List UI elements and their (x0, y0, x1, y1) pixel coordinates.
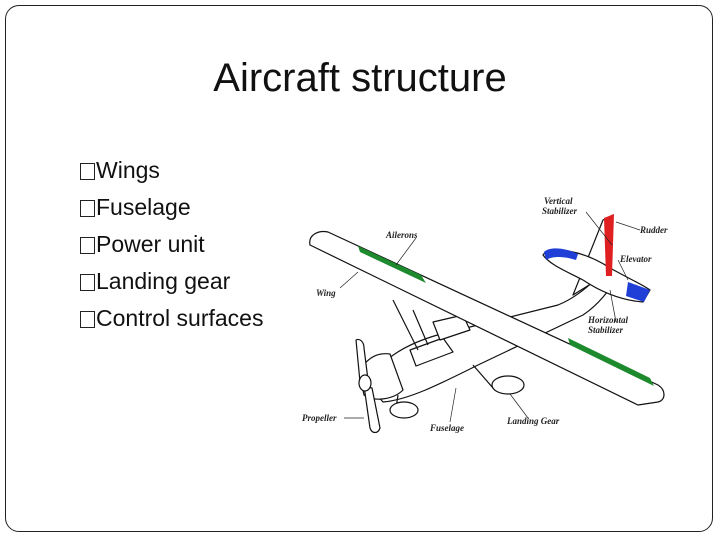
leader-line (449, 387, 457, 423)
leader-line (509, 393, 529, 419)
wing-strut (412, 309, 429, 346)
elevator-right (626, 282, 650, 302)
bullet-item: Power unit (80, 226, 263, 263)
label-fuselage: Fuselage (429, 423, 464, 433)
bullet-list: Wings Fuselage Power unit Landing gear C… (80, 152, 263, 337)
gear-leg (472, 364, 494, 389)
wing-strut (392, 299, 419, 351)
bullet-item: Fuselage (80, 189, 263, 226)
nose-wheel (389, 401, 419, 419)
leader-line (617, 259, 629, 281)
label-rudder: Rudder (639, 225, 668, 235)
bullet-text: Power unit (96, 231, 205, 257)
bullet-text: Fuselage (96, 194, 191, 220)
bullet-box-icon (80, 163, 95, 180)
bullet-item: Control surfaces (80, 300, 263, 337)
main-wheel (491, 375, 525, 395)
bullet-text: Wings (96, 157, 160, 183)
label-vertical-stabilizer: Vertical (544, 196, 573, 206)
bullet-text: Landing gear (96, 268, 231, 294)
bullet-box-icon (80, 237, 95, 254)
elevator-left (544, 248, 578, 260)
bullet-text: Control surfaces (96, 305, 264, 331)
propeller-blade (363, 385, 381, 434)
label-propeller: Propeller (302, 413, 337, 423)
bullet-item: Landing gear (80, 263, 263, 300)
cabin-window (409, 337, 454, 367)
slide-title: Aircraft structure (213, 56, 507, 100)
aileron-left (358, 246, 426, 283)
cabin-window (432, 314, 471, 341)
bullet-item: Wings (80, 152, 263, 189)
rudder-surface (604, 214, 614, 276)
bullet-box-icon (80, 274, 95, 291)
propeller-spinner (358, 374, 372, 392)
bullet-box-icon (80, 311, 95, 328)
leader-line (615, 221, 641, 231)
bullet-box-icon (80, 200, 95, 217)
aircraft-diagram: Vertical Stabilizer Ailerons Rudder Elev… (302, 196, 668, 434)
label-ailerons: Ailerons (385, 230, 418, 240)
leader-line (395, 237, 417, 266)
label-horizontal-stabilizer: Horizontal (587, 315, 629, 325)
label-wing: Wing (316, 288, 336, 298)
main-wing-shape (309, 230, 665, 406)
leader-line (585, 211, 613, 246)
propeller-blade (355, 338, 369, 383)
leader-line (339, 271, 359, 289)
label-elevator: Elevator (619, 254, 652, 264)
label-vertical-stabilizer: Stabilizer (542, 206, 578, 216)
label-horizontal-stabilizer: Stabilizer (588, 325, 624, 335)
label-landing-gear: Landing Gear (506, 416, 560, 426)
leader-line (609, 289, 617, 323)
aileron-right (568, 338, 654, 386)
